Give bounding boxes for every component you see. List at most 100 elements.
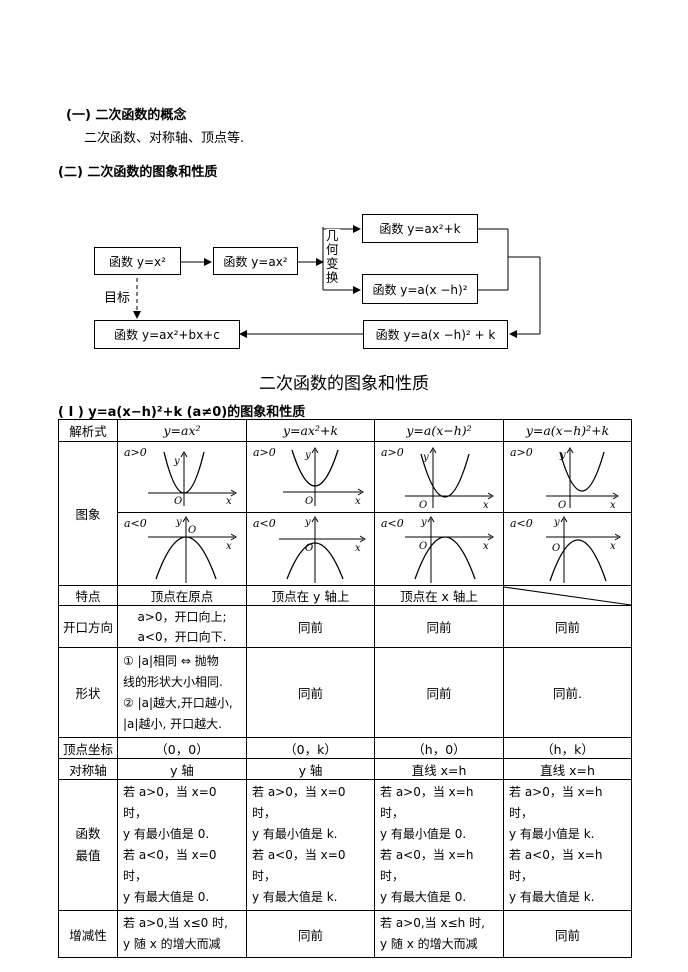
feature-empty-cell [503,585,632,606]
box-y-ax2: 函数 y=ax² [213,247,298,275]
svg-text:x: x [226,541,232,552]
graph-cell: a<0 y x O [503,512,632,586]
header-cell: y=ax² [117,419,247,442]
graph-row-pos: 图象 a>0 y x O a>0 y x O a>0 y x O [58,441,632,586]
svg-text:O: O [419,541,427,552]
shape-cell: 同前 [246,647,375,738]
section1-text: 二次函数、对称轴、顶点等. [84,131,245,146]
table-subtitle: ( I ) y=a(x−h)²+k (a≠0)的图象和性质 [58,405,306,420]
target-label: 目标 [104,287,131,306]
graph-ax2k-pos: a>0 y x O [253,446,364,507]
svg-text:a>0: a>0 [381,446,404,459]
feature-row: 特点 顶点在原点 顶点在 y 轴上 顶点在 x 轴上 [58,585,632,606]
geometric-transform-label: 几何变换 [326,228,340,285]
svg-text:O: O [552,543,560,554]
extreme-cell: 若 a>0，当 x=h 时，y 有最小值是 0. 若 a<0，当 x=h 时，y… [374,779,504,911]
axis-row: 对称轴 y 轴 y 轴 直线 x=h 直线 x=h [58,758,632,780]
header-row: 解析式 y=ax² y=ax²+k y=a(x−h)² y=a(x−h)²+k [58,419,632,442]
opening-cell: 同前 [503,605,632,648]
graph-cell: a<0 y x O [117,512,247,586]
svg-text:a<0: a<0 [381,517,404,530]
extreme-cell: 若 a>0，当 x=h 时，y 有最小值是 k. 若 a<0，当 x=h 时，y… [503,779,632,911]
shape-label: 形状 [58,647,118,738]
svg-text:y: y [304,450,311,461]
vertex-cell: （0，k） [246,737,375,759]
svg-text:O: O [558,500,566,511]
svg-text:O: O [174,496,182,507]
feature-cell: 顶点在 x 轴上 [374,585,504,606]
svg-text:x: x [483,500,489,511]
box-y-ax2-k: 函数 y=ax²+k [362,214,478,243]
header-cell: y=a(x−h)² [374,419,504,442]
extreme-cell: 若 a>0，当 x=0 时，y 有最小值是 0. 若 a<0，当 x=0 时，y… [117,779,247,911]
opening-cell: 同前 [246,605,375,648]
box-general-form: 函数 y=ax²+bx+c [94,320,240,349]
section2-heading: (二) 二次函数的图象和性质 [58,165,218,180]
opening-cell: 同前 [374,605,504,648]
shape-cell-1: ① |a|相同 ⇔ 抛物线的形状大小相同. ② |a|越大,开口越小,|a|越小… [117,647,247,738]
opening-cell-1: a>0，开口向上;a<0，开口向下. [117,605,247,648]
shape-row: 形状 ① |a|相同 ⇔ 抛物线的形状大小相同. ② |a|越大,开口越小,|a… [58,647,632,738]
vertex-label: 顶点坐标 [58,737,118,759]
svg-text:a>0: a>0 [510,446,533,459]
properties-table: 解析式 y=ax² y=ax²+k y=a(x−h)² y=a(x−h)²+k … [58,419,632,958]
svg-text:y: y [175,517,182,528]
extreme-row: 函数最值 若 a>0，当 x=0 时，y 有最小值是 0. 若 a<0，当 x=… [58,779,632,911]
graph-ax2k-neg: a<0 y x O [253,516,366,583]
box-y-x2: 函数 y=x² [94,247,181,275]
svg-text:y: y [420,517,427,528]
extreme-cell: 若 a>0，当 x=0 时，y 有最小值是 k. 若 a<0，当 x=0 时，y… [246,779,375,911]
svg-text:y: y [422,452,429,463]
graph-cell: a<0 y x O [246,512,375,586]
graph-cell: a>0 y x O [246,441,375,513]
opening-row: 开口方向 a>0，开口向上;a<0，开口向下. 同前 同前 同前 [58,605,632,648]
box-y-a-x-h2-k: 函数 y=a(x −h)² + k [363,320,508,349]
svg-text:a>0: a>0 [124,446,147,459]
extreme-label: 函数最值 [58,779,118,911]
feature-cell: 顶点在原点 [117,585,247,606]
graph-cell: a>0 y x O [374,441,504,513]
box-y-a-x-h2: 函数 y=a(x −h)² [362,274,478,304]
vertex-cell: （0，0） [117,737,247,759]
image-label: 图象 [58,441,118,586]
graph-cell: a>0 y x O [117,441,247,513]
svg-text:O: O [419,500,427,511]
feature-label: 特点 [58,585,118,606]
svg-text:x: x [610,500,616,511]
svg-text:O: O [305,496,313,507]
axis-label: 对称轴 [58,758,118,780]
header-cell: y=ax²+k [246,419,375,442]
axis-cell: 直线 x=h [374,758,504,780]
monotone-label: 增减性 [58,910,118,958]
vertex-cell: （h，0） [374,737,504,759]
svg-text:x: x [355,543,361,554]
graph-axh2-pos: a>0 y x O [381,446,494,511]
axis-cell: 直线 x=h [503,758,632,780]
diagram-arrows [133,225,541,338]
monotone-cell: 同前 [246,910,375,958]
monotone-cell: 同前 [503,910,632,958]
svg-text:a<0: a<0 [124,517,147,530]
svg-text:a<0: a<0 [253,517,276,530]
svg-text:a<0: a<0 [510,517,533,530]
vertex-row: 顶点坐标 （0，0） （0，k） （h，0） （h，k） [58,737,632,759]
axis-cell: y 轴 [117,758,247,780]
monotone-cell: 若 a>0,当 x≤h 时,y 随 x 的增大而减 [374,910,504,958]
svg-text:y: y [559,450,566,461]
header-cell: y=a(x−h)²+k [503,419,632,442]
svg-text:x: x [226,496,232,507]
shape-cell: 同前 [374,647,504,738]
main-title: 二次函数的图象和性质 [259,374,429,394]
feature-cell: 顶点在 y 轴上 [246,585,375,606]
graph-ax2-neg: a<0 y x O [124,516,237,583]
graph-cell: a<0 y x O [374,512,504,586]
shape-cell: 同前. [503,647,632,738]
monotone-cell: 若 a>0,当 x≤0 时,y 随 x 的增大而减 [117,910,247,958]
opening-label: 开口方向 [58,605,118,648]
graph-axhk-neg: a<0 y x O [510,516,621,583]
svg-text:O: O [188,525,196,536]
svg-text:a>0: a>0 [253,446,276,459]
svg-text:x: x [610,541,616,552]
graph-axh2-neg: a<0 y x O [381,516,494,583]
graph-ax2-pos: a>0 y x O [124,446,237,507]
